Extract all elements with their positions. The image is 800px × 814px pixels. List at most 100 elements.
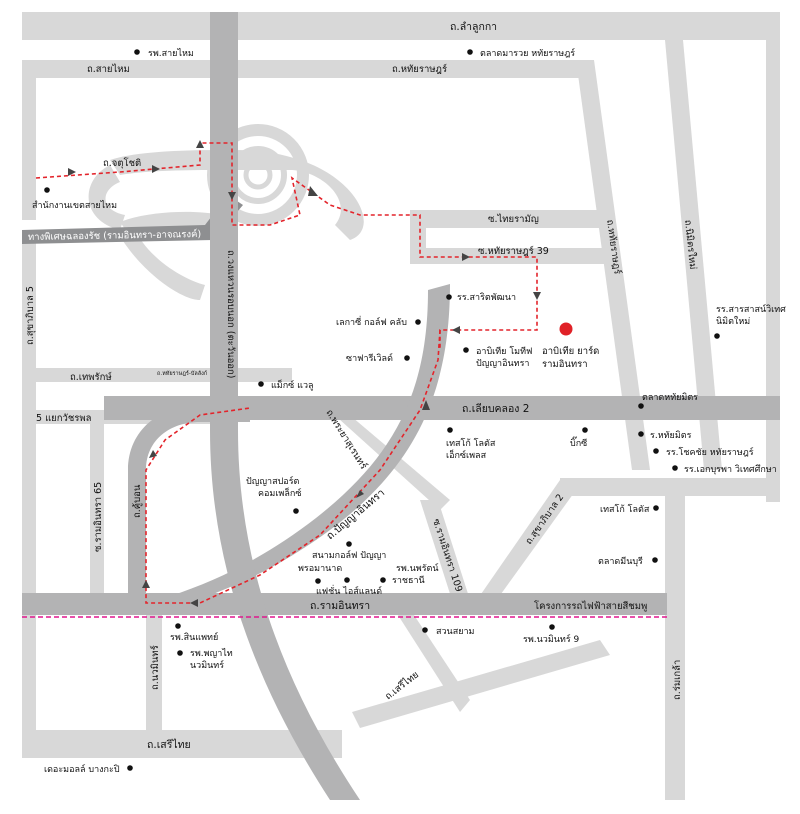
road-ramindra109 [420,500,470,600]
label-saimai-road: ถ.สายไหม [87,63,130,75]
label-golf-panya: สนามกอล์ฟ ปัญญา [312,549,386,561]
road-hathairat-diag [576,60,650,470]
poi-tesco-xp [447,427,453,433]
label-nimitmai: ถ.นิมิตรใหม่ [682,219,699,270]
poi-nawamin9 [549,624,555,630]
poi-sinphat [175,623,181,629]
road-hathairat39 [410,248,610,264]
poi-legacy [415,319,421,325]
poi-saimai-hosp [134,49,140,55]
label-outer-ring: ถ.วงแหวนรอบนอก (ตะวันออก) [225,250,236,378]
road-outer-ring [210,12,360,800]
route [35,142,538,604]
place-labels: รพ.สายไหม ตลาดมารวย หทัยราษฎร์ สำนักงานเ… [32,47,786,775]
label-liapkhlong2: ถ.เลียบคลอง 2 [462,402,529,415]
label-siam: สวนสยาม [436,627,475,637]
poi-tesco-lotus [653,505,659,511]
label-hathaimit: ร.หทัยมิตร [650,430,692,441]
label-hotel-2: รามอินทรา [542,359,588,370]
label-fashion: แฟชั่น ไอส์แลนด์ [316,584,382,597]
label-panya-sport-2: คอมเพล็กซ์ [258,486,301,499]
road-loop-down [120,230,205,300]
poi-panya-sport [293,508,299,514]
label-romklao: ถ.ร่มเกล้า [672,660,683,700]
label-thaiaram: ซ.ไทยรามัญ [488,213,539,225]
poi-golf-panya [346,541,352,547]
route-north [35,142,538,350]
road-kubon [128,405,250,605]
label-nawamin: ถ.นวมินทร์ [149,645,161,690]
poi-sarasas [714,333,720,339]
poi-mall [127,765,133,771]
label-navamin-2: ราชธานี [392,575,425,586]
road-39-v [410,210,426,264]
road-expressway [22,195,243,244]
label-sarasas-1: รร.สารสาสน์วิเทศ [716,303,786,315]
label-expressway: ทางพิเศษฉลองรัช (รามอินทรา-อาจณรงค์) [28,228,201,243]
poi-phyathai [177,650,183,656]
label-navamin-1: รพ.นพรัตน์ [396,562,439,574]
label-phyathai-2: นวมินทร์ [190,659,224,671]
label-ananda-1: อาบิเทีย โมทีฟ [476,346,532,357]
label-sarit: รร.สาริตพัฒนา [457,292,516,303]
poi-talad-hathai [638,403,644,409]
hotel-marker [559,322,573,336]
poi-siam [422,627,428,633]
poi-navamin [380,577,386,583]
label-phyathai-1: รพ.พญาไท [190,648,233,659]
label-safari: ซาฟารีเวิลด์ [346,352,393,364]
label-saimai-hosp: รพ.สายไหม [148,48,194,59]
label-theparak: ถ.เทพรักษ์ [70,371,112,383]
poi-max [258,381,264,387]
road-serithai-diag2 [352,640,610,728]
poi-hathaimit [638,431,644,437]
label-tesco-xp-1: เทสโก้ โลตัส [446,438,496,449]
label-serithai: ถ.เสรีไทย [147,738,191,751]
label-mall: เดอะมอลล์ บางกะปิ [44,763,120,775]
label-sukhaphiban5: ถ.สุขาภิบาล 5 [25,286,36,345]
label-ramindra: ถ.รามอินทรา [310,600,370,612]
road-loop-left [88,165,125,230]
road-bottom-left [22,610,36,730]
label-max: แม็กซ์ แวลู [271,378,314,391]
label-hathairat39: ซ.หทัยราษฎร์ 39 [478,245,549,257]
label-bts: โครงการรถไฟฟ้าสายสีชมพู [534,600,647,612]
poi-sarit [446,294,452,300]
label-market: ตลาดมารวย หทัยราษฎร์ [480,47,575,59]
label-talad-hathai: ตลาดหทัยมิตร [642,392,698,403]
label-legacy: เลกาซี่ กอล์ฟ คลับ [336,315,407,328]
poi-minburi [652,557,658,563]
label-panya-sport-1: ปัญญาสปอร์ต [246,475,300,487]
poi-fashion [344,577,350,583]
poi-market [467,49,473,55]
label-hotel-1: อาบิเทีย ยาร์ด [542,345,599,357]
road-lamlukka [22,12,766,40]
label-minburi: ตลาดมีนบุรี [598,556,643,567]
label-ramindra65: ซ.รามอินทรา 65 [93,482,104,552]
road-serithai [22,730,342,758]
poi-saimai-office [44,187,50,193]
route-arrows [68,140,541,607]
road-romklao [665,478,685,800]
road-sukhapiban2 [470,480,576,612]
label-chotichoti: ถ.จตุโชติ [103,157,141,169]
label-sinphat: รพ.สินแพทย์ [170,631,218,643]
label-theparak-note: ถ.หทัยราษฎร์-บัลลังก์ [157,370,207,377]
road-saimai [22,60,592,78]
poi-dots [44,49,720,771]
label-saimai-office: สำนักงานเขตสายไหม [32,200,117,211]
road-ramindra65 [90,424,104,604]
road-right-edge [766,12,780,502]
label-lamlukka: ถ.ลำลูกกา [450,21,497,33]
label-bigc: บิ๊กซี [570,436,587,449]
minor-roads [22,12,780,800]
label-nawamin9: รพ.นวมินทร์ 9 [523,633,580,645]
label-hathairat-top: ถ.หทัยราษฎร์ [392,63,447,75]
poi-ananda [463,347,469,353]
label-sukhapiban2: ถ.สุขาภิบาล 2 [523,492,566,547]
poi-chokchai [653,448,659,454]
label-kubon: ถ.คู้บอน [132,484,143,518]
label-phromma: พรอมานาด [298,564,342,574]
poi-phromma [315,578,321,584]
